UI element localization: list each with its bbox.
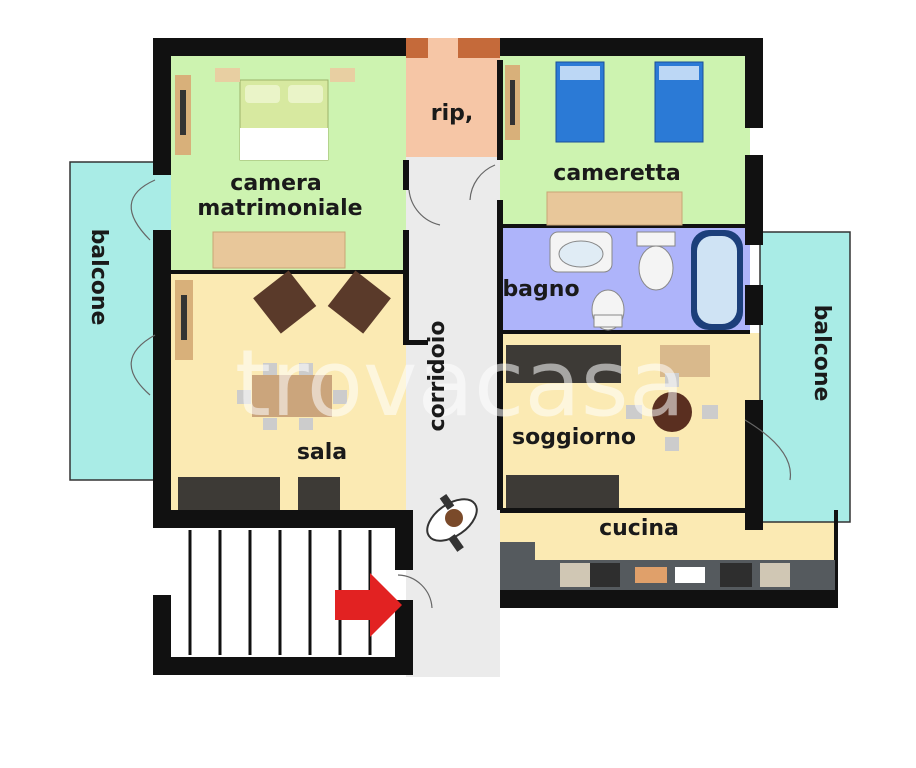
- single-bed-icon: [555, 61, 605, 143]
- room-balcone-left: [69, 161, 159, 481]
- doors-windows: [130, 38, 792, 609]
- sofa-icon: [506, 345, 621, 383]
- double-bed-icon: [239, 79, 329, 161]
- cabinet: [506, 475, 619, 508]
- sink-icon: [549, 231, 613, 273]
- person-icon: [426, 493, 478, 552]
- bathtub-icon: [691, 230, 743, 330]
- label-camera-line1: camera: [230, 171, 321, 196]
- label-sala: sala: [297, 440, 347, 465]
- label-cucina: cucina: [599, 516, 679, 541]
- sideboard: [298, 477, 340, 510]
- tv-icon: [505, 65, 520, 140]
- round-table-icon: [626, 373, 718, 451]
- room-corridoio: [406, 157, 500, 677]
- room-balcone-right: [759, 231, 851, 523]
- label-soggiorno: soggiorno: [512, 425, 636, 450]
- cabinet: [660, 345, 710, 377]
- nightstand: [215, 68, 240, 82]
- single-bed-icon: [654, 61, 704, 143]
- watermark: trovacasa: [235, 330, 685, 437]
- tv-icon: [175, 280, 193, 360]
- entrance-arrow-icon: [335, 573, 402, 637]
- bidet-icon: [591, 289, 625, 331]
- toilet-icon: [636, 231, 676, 291]
- label-camera-line2: matrimoniale: [197, 196, 362, 221]
- window-camera: [153, 175, 171, 230]
- room-ripostiglio: [406, 55, 500, 157]
- wardrobe: [212, 231, 346, 269]
- armchair-icon: [327, 270, 391, 334]
- label-balcone-right: balcone: [809, 305, 834, 402]
- dining-table-icon: [237, 363, 347, 430]
- armchair-icon: [253, 270, 317, 334]
- kitchen-counter-icon: [500, 542, 835, 590]
- label-ripostiglio: rip,: [431, 101, 474, 126]
- label-cameretta: cameretta: [553, 161, 680, 186]
- nightstand: [330, 68, 355, 82]
- label-bagno: bagno: [502, 277, 579, 302]
- label-corridoio: corridoio: [425, 321, 450, 432]
- walls: [153, 38, 838, 675]
- label-balcone-left: balcone: [86, 229, 111, 326]
- sideboard: [178, 477, 280, 510]
- tv-icon: [175, 75, 191, 155]
- room-labels: camera matrimoniale rip, cameretta bagno…: [86, 101, 834, 541]
- wardrobe: [546, 191, 683, 226]
